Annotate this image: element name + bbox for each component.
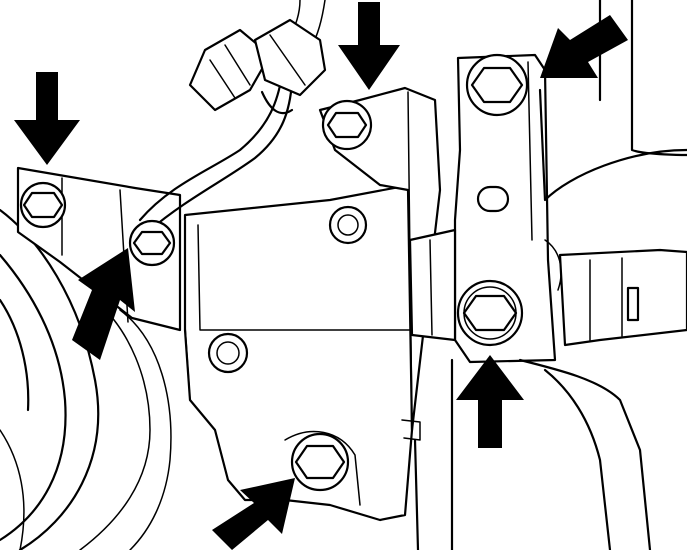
main-bracket-body: [183, 183, 414, 522]
right-housing: [518, 0, 687, 550]
bolt-top-center: [321, 99, 373, 151]
lower-column: [413, 358, 454, 550]
arrow-top-right: [540, 15, 628, 78]
arrow-left-lower: [72, 248, 135, 360]
stud-lower: [207, 332, 249, 374]
bolt-right-lower: [456, 279, 524, 347]
arrow-top-left: [14, 72, 80, 165]
arrow-top-center: [338, 2, 400, 90]
bolt-left-lower: [128, 219, 176, 267]
connector-arm: [408, 228, 457, 342]
bolt-bottom: [290, 432, 350, 492]
bolt-top-right: [465, 53, 529, 117]
bolt-top-left: [19, 181, 67, 229]
stud-upper: [328, 205, 368, 245]
electrical-connector: [188, 18, 327, 115]
arrow-bottom: [212, 478, 295, 550]
arrow-right-lower: [456, 355, 524, 448]
